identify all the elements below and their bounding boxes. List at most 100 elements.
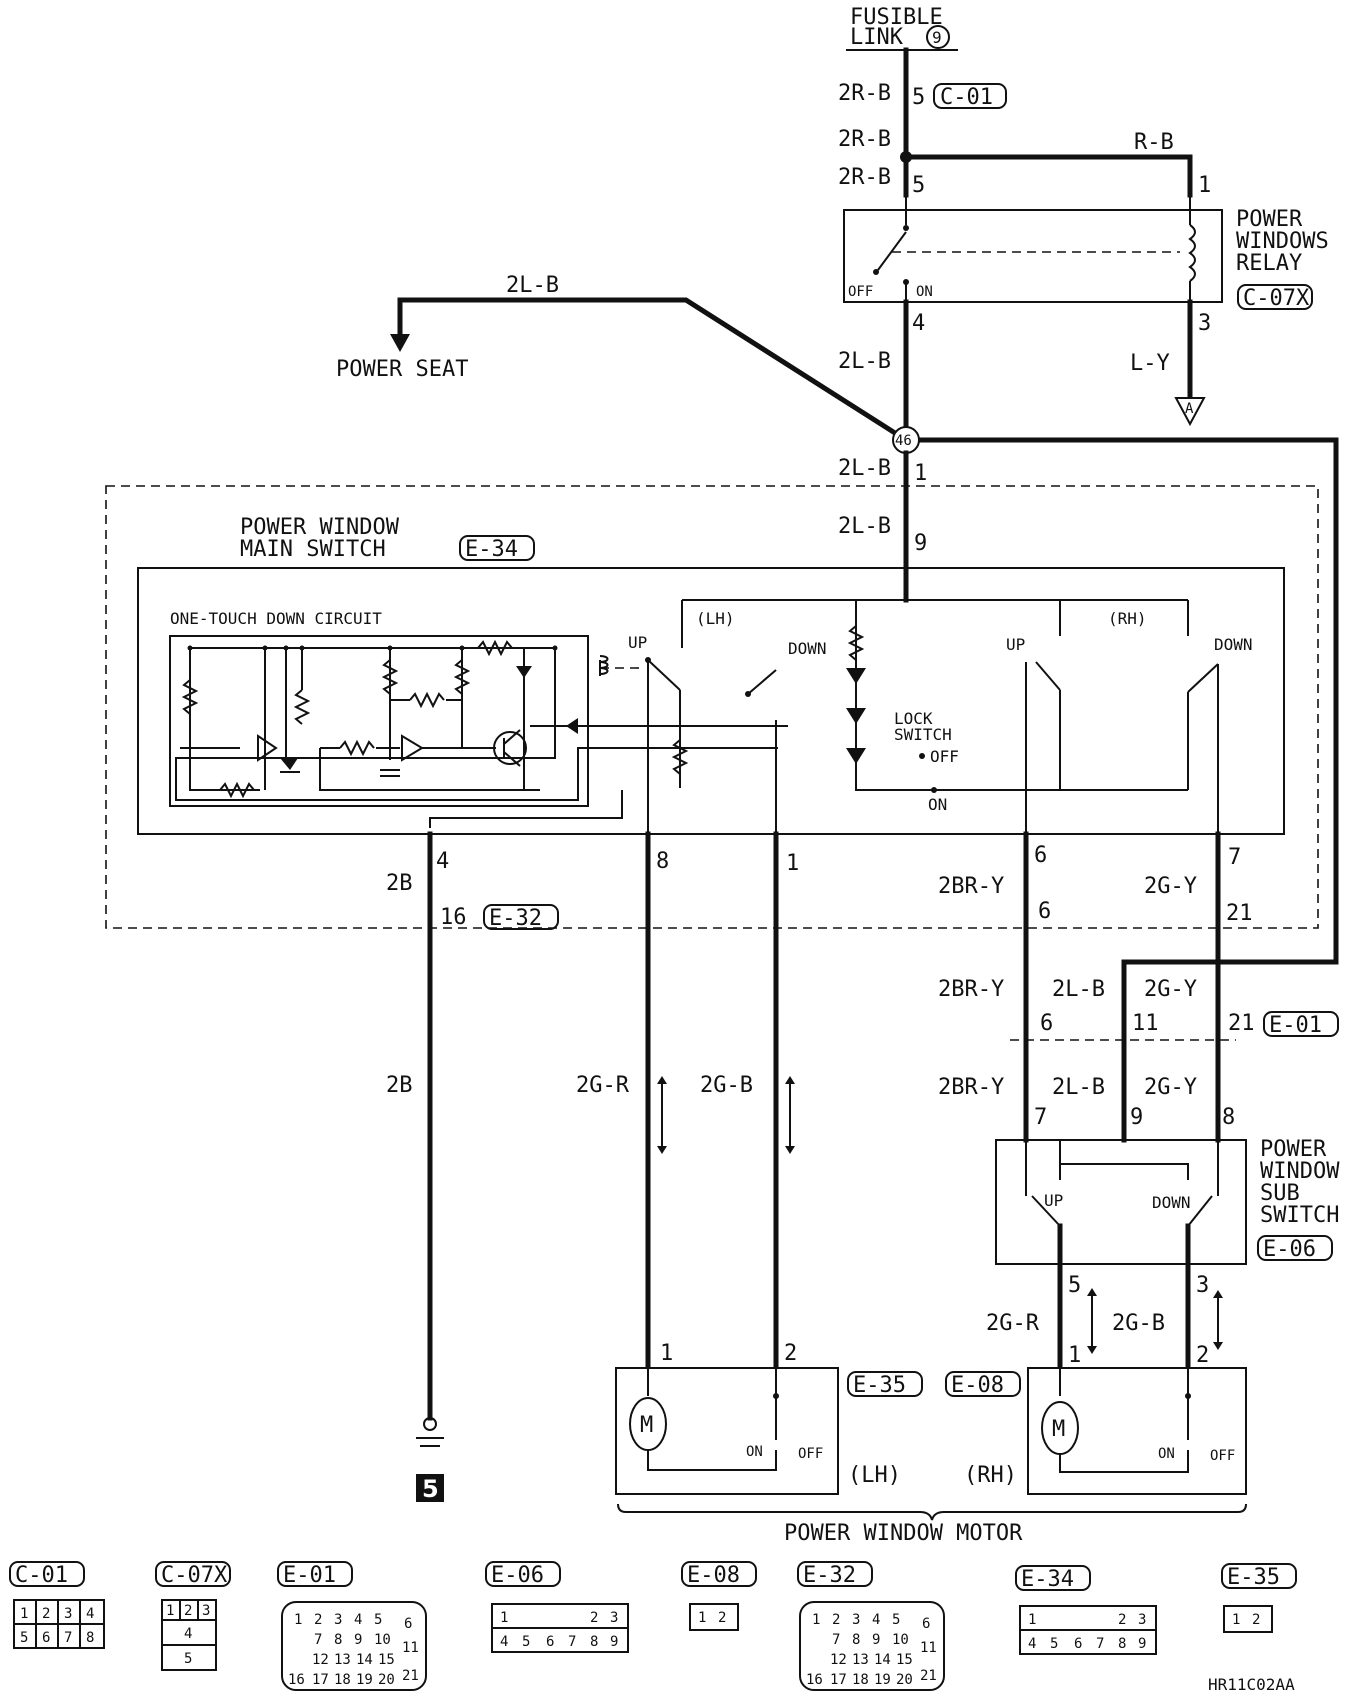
svg-text:2: 2 <box>314 1612 322 1628</box>
resistor <box>409 691 445 709</box>
motor-brace <box>617 1503 1247 1521</box>
up-rh-label: UP <box>1006 635 1025 654</box>
svg-text:5: 5 <box>184 1651 192 1667</box>
svg-text:16: 16 <box>288 1672 305 1688</box>
fusible-link-number-circle <box>926 25 950 49</box>
main-switch-box <box>137 567 1285 835</box>
wire-label-2GY: 2G-Y <box>1144 874 1197 899</box>
resistor <box>847 625 865 661</box>
svg-text:9: 9 <box>610 1634 618 1650</box>
svg-text:11: 11 <box>402 1640 419 1656</box>
lock-off-label: OFF <box>930 747 959 766</box>
svg-text:8: 8 <box>590 1634 598 1650</box>
down-lh-label: DOWN <box>788 639 827 658</box>
pin-label: 8 <box>656 849 669 874</box>
pin-label: 11 <box>1132 1011 1159 1036</box>
power-windows-relay-box <box>843 209 1223 303</box>
svg-text:12: 12 <box>830 1652 847 1668</box>
svg-text:10: 10 <box>892 1632 909 1648</box>
pin-label: 9 <box>914 531 927 556</box>
svg-text:4: 4 <box>872 1612 880 1628</box>
sub-switch-box <box>995 1139 1247 1265</box>
svg-text:4: 4 <box>86 1606 94 1622</box>
svg-text:14: 14 <box>874 1652 891 1668</box>
resistor <box>339 739 375 757</box>
lock-switch-label-2: SWITCH <box>894 725 952 744</box>
connector-tag-e34 <box>459 535 535 561</box>
svg-text:4: 4 <box>500 1634 508 1650</box>
main-switch-dashed-boundary <box>105 485 1319 929</box>
svg-text:8: 8 <box>86 1630 94 1646</box>
pin-label: 7 <box>1228 845 1241 870</box>
motor-lh-on: ON <box>746 1444 763 1460</box>
lh-label: (LH) <box>696 609 735 628</box>
pin-label: 1 <box>660 1341 673 1366</box>
pin-label: 4 <box>436 849 449 874</box>
svg-text:18: 18 <box>852 1672 869 1688</box>
pin-label: 21 <box>1228 1011 1255 1036</box>
relay-contact-arm <box>877 231 907 271</box>
switch-lh-down <box>747 669 777 695</box>
wire-label-2BRY: 2BR-Y <box>938 1075 1004 1100</box>
arrow-power-seat <box>390 334 410 352</box>
motor-rh-label: (RH) <box>964 1463 1017 1488</box>
relay-title-2: WINDOWS <box>1236 229 1329 254</box>
svg-text:7: 7 <box>568 1634 576 1650</box>
motor-lh-box <box>615 1367 839 1495</box>
connector-face-label: E-08 <box>687 1563 740 1588</box>
relay-on-label: ON <box>916 284 933 300</box>
svg-text:3: 3 <box>1138 1612 1146 1628</box>
connector-tag-e06 <box>1257 1235 1333 1261</box>
wire-label-2GR: 2G-R <box>986 1311 1040 1336</box>
rh-label: (RH) <box>1108 609 1147 628</box>
svg-text:16: 16 <box>806 1672 823 1688</box>
relay-title-3: RELAY <box>1236 251 1302 276</box>
indicator-led <box>846 668 866 684</box>
wire-label-2GR: 2G-R <box>576 1073 630 1098</box>
wire-label-2LB: 2L-B <box>838 349 891 374</box>
svg-text:3: 3 <box>64 1606 72 1622</box>
svg-text:21: 21 <box>402 1668 419 1684</box>
svg-text:1: 1 <box>698 1610 706 1626</box>
sub-switch-title-3: SUB <box>1260 1181 1300 1206</box>
joint-number: 46 <box>895 433 912 449</box>
wire-label-2RB: 2R-B <box>838 165 891 190</box>
wire-label-2LB: 2L-B <box>1052 1075 1105 1100</box>
connector-ref-c07x: C-07X <box>1243 286 1310 311</box>
svg-text:7: 7 <box>1096 1636 1104 1652</box>
svg-text:6: 6 <box>546 1634 554 1650</box>
svg-text:2: 2 <box>718 1610 726 1626</box>
pin-label: 5 <box>912 173 925 198</box>
connector-tag-e32 <box>483 904 559 930</box>
diagram-code: HR11C02AA <box>1208 1675 1295 1694</box>
svg-text:7: 7 <box>64 1630 72 1646</box>
sub-switch-title-1: POWER <box>1260 1137 1327 1162</box>
switch-rh-down <box>1187 663 1219 693</box>
pin-label: 9 <box>1130 1105 1143 1130</box>
wire-label-2GB: 2G-B <box>1112 1311 1165 1336</box>
svg-text:13: 13 <box>334 1652 351 1668</box>
svg-text:2: 2 <box>42 1606 50 1622</box>
svg-text:5: 5 <box>1050 1636 1058 1652</box>
resistor <box>181 679 199 715</box>
ground-icon <box>423 1417 437 1431</box>
wire-2LB-to-sub-switch <box>903 437 1339 1143</box>
svg-text:5: 5 <box>892 1612 900 1628</box>
connector-ref-e34: E-34 <box>465 537 518 562</box>
pin-label: 6 <box>1038 899 1051 924</box>
main-switch-title-1: POWER WINDOW <box>240 515 400 540</box>
svg-text:17: 17 <box>830 1672 847 1688</box>
svg-text:13: 13 <box>852 1652 869 1668</box>
svg-text:8: 8 <box>852 1632 860 1648</box>
wire-label-2BRY: 2BR-Y <box>938 977 1004 1002</box>
svg-text:6: 6 <box>922 1616 930 1632</box>
wire-RB <box>903 154 1193 198</box>
ground-tag-a <box>1174 397 1206 427</box>
wire-2LB-power-seat <box>397 297 910 444</box>
pin-label: 16 <box>440 905 467 930</box>
svg-text:2: 2 <box>590 1610 598 1626</box>
one-touch-down-circuit-box <box>169 635 589 807</box>
